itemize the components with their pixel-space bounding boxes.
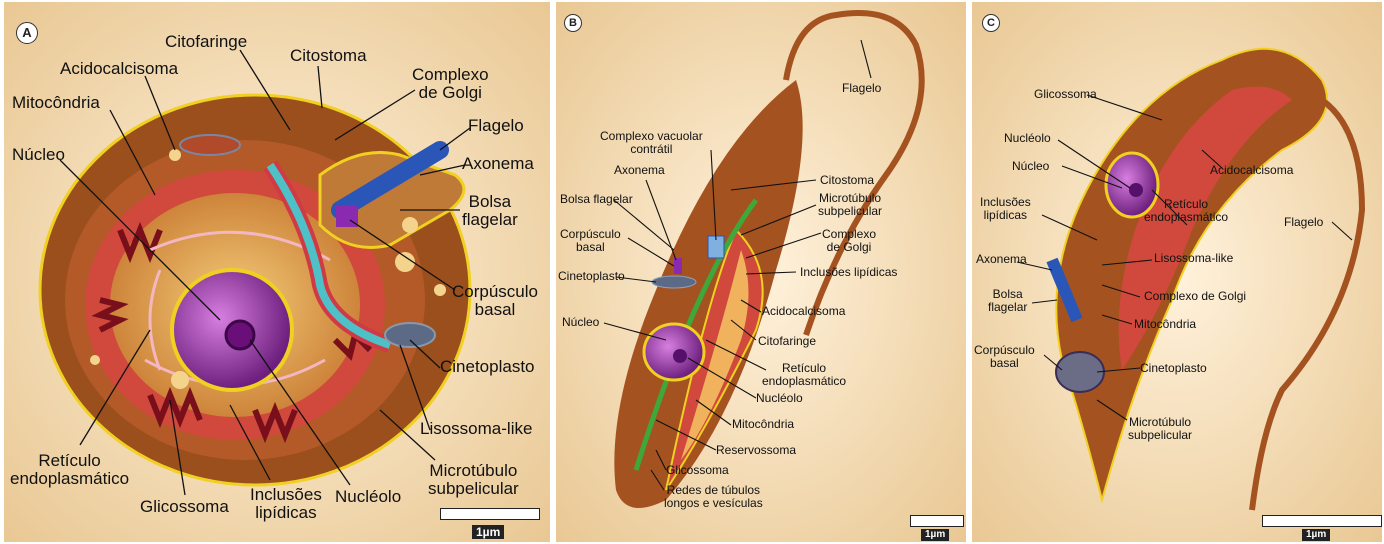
panel-c-illustration — [972, 0, 1384, 544]
label-citostoma: Citostoma — [290, 47, 367, 65]
label-complexo-golgi: Complexo de Golgi — [412, 66, 489, 102]
label-cinetoplasto-c: Cinetoplasto — [1140, 362, 1207, 375]
label-reticulo-c: Retículo endoplasmático — [1144, 198, 1228, 223]
label-complexo-golgi-b: Complexo de Golgi — [822, 228, 876, 253]
label-microtubulo: Microtúbulo subpelicular — [428, 462, 519, 498]
label-acidocalcisoma: Acidocalcisoma — [60, 60, 178, 78]
label-nucleo: Núcleo — [12, 146, 65, 164]
label-nucleolo-b: Nucléolo — [756, 392, 803, 405]
scale-label-a: 1µm — [472, 525, 504, 539]
label-nucleo-b: Núcleo — [562, 316, 599, 329]
panel-letter-c: C — [982, 14, 1000, 32]
label-corpusculo-basal-b: Corpúsculo basal — [560, 228, 621, 253]
panel-letter-a: A — [16, 22, 38, 44]
label-inclusoes: Inclusões lipídicas — [250, 486, 322, 522]
label-reticulo-b: Retículo endoplasmático — [762, 362, 846, 387]
panel-c: C Glicossoma Nucléolo Acidocalcisoma Núc… — [972, 0, 1384, 544]
label-mitocondria: Mitocôndria — [12, 94, 100, 112]
scale-label-b: 1µm — [921, 529, 949, 541]
scale-bar-c — [1262, 515, 1382, 527]
nucleus-b — [644, 324, 704, 380]
label-flagelo: Flagelo — [468, 117, 524, 135]
basal-body-b — [674, 258, 682, 274]
label-nucleolo: Nucléolo — [335, 488, 401, 506]
scale-label-c: 1µm — [1302, 529, 1330, 541]
scale-bar-b — [910, 515, 964, 527]
panel-a: A Citofaringe Citostoma Acidocalcisoma C… — [0, 0, 552, 544]
label-microtubulo-b: Microtúbulo subpelicular — [818, 192, 882, 217]
nucleolus-b — [673, 349, 687, 363]
kinetoplast-shape — [385, 323, 435, 347]
label-glicossoma-c: Glicossoma — [1034, 88, 1097, 101]
label-microtubulo-c: Microtúbulo subpelicular — [1128, 416, 1192, 441]
label-bolsa-flagelar-c: Bolsa flagelar — [988, 288, 1027, 313]
label-axonema: Axonema — [462, 155, 534, 173]
nucleolus-c — [1129, 183, 1143, 197]
label-axonema-b: Axonema — [614, 164, 665, 177]
panel-letter-b: B — [564, 14, 582, 32]
label-acidocalcisoma-b: Acidocalcisoma — [762, 305, 845, 318]
label-nucleo-c: Núcleo — [1012, 160, 1049, 173]
nucleolus — [226, 321, 254, 349]
label-mitocondria-c: Mitocôndria — [1134, 318, 1196, 331]
label-complexo-golgi-c: Complexo de Golgi — [1144, 290, 1246, 303]
label-cinetoplasto-b: Cinetoplasto — [558, 270, 625, 283]
label-corpusculo-basal: Corpúsculo basal — [452, 283, 538, 319]
label-reservossoma-b: Reservossoma — [716, 444, 796, 457]
label-reticulo: Retículo endoplasmático — [10, 452, 129, 488]
label-bolsa-flagelar-b: Bolsa flagelar — [560, 193, 633, 206]
label-inclusoes-b: Inclusões lipídicas — [800, 266, 897, 279]
label-citostoma-b: Citostoma — [820, 174, 874, 187]
label-complexo-vacuolar: Complexo vacuolar contrátil — [600, 130, 703, 155]
label-lisossoma-like-c: Lisossoma-like — [1154, 252, 1233, 265]
label-flagelo-b: Flagelo — [842, 82, 881, 95]
label-nucleolo-c: Nucléolo — [1004, 132, 1051, 145]
panel-b: B Flagelo Complexo vacuolar contrátil Ax… — [556, 0, 968, 544]
label-glicossoma-b: Glicossoma — [666, 464, 729, 477]
label-flagelo-c: Flagelo — [1284, 216, 1323, 229]
kinetoplast-c — [1056, 352, 1104, 392]
label-mitocondria-b: Mitocôndria — [732, 418, 794, 431]
label-redes-b: Redes de túbulos longos e vesículas — [664, 484, 763, 509]
label-lisossoma-like: Lisossoma-like — [420, 420, 532, 438]
label-glicossoma: Glicossoma — [140, 498, 229, 516]
scale-bar-a — [440, 508, 540, 520]
label-citofaringe: Citofaringe — [165, 33, 247, 51]
acidocalcisome-shape — [180, 135, 240, 155]
kinetoplast-b — [652, 276, 696, 288]
label-citofaringe-b: Citofaringe — [758, 335, 816, 348]
label-inclusoes-c: Inclusões lipídicas — [980, 196, 1031, 221]
label-acidocalcisoma-c: Acidocalcisoma — [1210, 164, 1293, 177]
label-cinetoplasto: Cinetoplasto — [440, 358, 535, 376]
label-axonema-c: Axonema — [976, 253, 1027, 266]
label-bolsa-flagelar: Bolsa flagelar — [462, 193, 518, 229]
label-corpusculo-basal-c: Corpúsculo basal — [974, 344, 1035, 369]
